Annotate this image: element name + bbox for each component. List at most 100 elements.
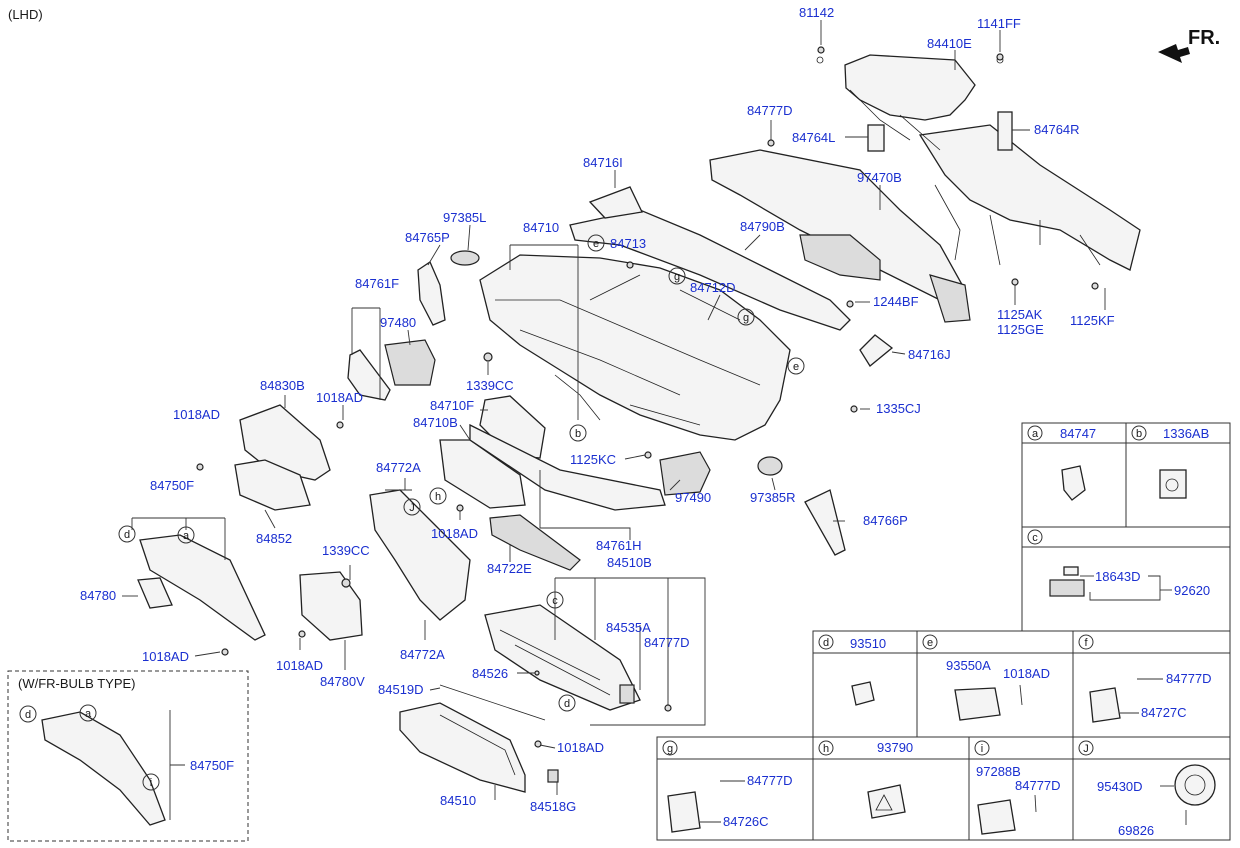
detail-box-f: f 84777D 84727C — [1078, 634, 1212, 723]
part-label-84722e: 84722E — [487, 561, 532, 576]
callout-f-2: e — [787, 357, 805, 375]
leader-lines — [122, 20, 1106, 820]
center-fascia-upper — [479, 395, 546, 459]
callout-markers: e g g e b h J d a c d — [118, 234, 805, 712]
component-drawings — [137, 54, 1141, 793]
svg-text:g: g — [674, 271, 680, 283]
callout-b: b — [569, 424, 587, 442]
side-cover-84716j — [859, 334, 894, 367]
callout-j: J — [403, 498, 421, 516]
svg-text:a: a — [85, 708, 92, 720]
lower-panel — [139, 534, 266, 641]
callout-e-1: d — [118, 525, 136, 543]
glove-box-housing — [484, 604, 641, 711]
detail-d-part: 93510 — [850, 636, 886, 651]
lower-center-panel — [299, 571, 363, 641]
direction-label: FR. — [1188, 27, 1220, 49]
svg-text:a: a — [1032, 428, 1039, 440]
callout-h: h — [429, 487, 447, 505]
bracket-84764r — [997, 111, 1013, 151]
svg-text:c: c — [552, 595, 558, 607]
detail-box-e: e 93550A 1018AD — [922, 634, 1050, 721]
part-label-84780v: 84780V — [320, 674, 365, 689]
glove-box-lid — [399, 702, 526, 793]
part-label-84510b: 84510B — [607, 555, 652, 570]
drive-note: (LHD) — [8, 7, 43, 22]
detail-c-item-92620: 92620 — [1174, 583, 1210, 598]
detail-box-c: c 18643D 92620 — [1027, 529, 1210, 601]
inset-lower-panel — [41, 711, 166, 826]
bracket-84764l — [867, 124, 885, 152]
part-label-84526: 84526 — [472, 666, 508, 681]
callout-c: c — [546, 591, 564, 609]
detail-f-item-84777d: 84777D — [1166, 671, 1212, 686]
part-label-84830b: 84830B — [260, 378, 305, 393]
center-bracket — [369, 489, 471, 621]
svg-text:d: d — [25, 709, 31, 721]
part-label-84710: 84710 — [523, 220, 559, 235]
detail-g-item-84777d: 84777D — [747, 773, 793, 788]
svg-text:d: d — [564, 698, 570, 710]
svg-text:e: e — [793, 361, 799, 373]
callout-g-2: g — [737, 308, 755, 326]
detail-i-item-97288b: 97288B — [976, 764, 1021, 779]
detail-box-grid: a 84747 b 1336AB c 18643D 92620 d 93510 — [656, 422, 1231, 841]
detail-e-item-1018ad: 1018AD — [1003, 666, 1050, 681]
detail-box-g: g 84777D 84726C — [662, 740, 793, 833]
part-label-1141ff: 1141FF — [977, 16, 1021, 31]
part-label-84716i: 84716I — [583, 155, 623, 170]
part-label-84764l: 84764L — [792, 130, 835, 145]
part-label-84710f: 84710F — [430, 398, 474, 413]
inset-callout-i: i — [142, 773, 160, 791]
side-air-vent-97480 — [384, 339, 436, 386]
end-panel-right — [804, 489, 846, 556]
part-label-1125ge: 1125GE — [997, 322, 1044, 337]
part-label-84777d-mid: 84777D — [644, 635, 690, 650]
part-label-84790b: 84790B — [740, 219, 785, 234]
part-label-84765p: 84765P — [405, 230, 450, 245]
main-crash-pad — [479, 254, 791, 441]
part-label-97385r: 97385R — [750, 490, 796, 505]
side-cover-84716i — [588, 186, 643, 219]
inset-callout-e: d — [19, 705, 37, 723]
detail-box-b: b 1336AB — [1131, 425, 1209, 499]
svg-text:e: e — [927, 637, 933, 649]
svg-text:a: a — [183, 530, 190, 542]
svg-text:f: f — [1084, 637, 1088, 649]
callout-f-1: e — [587, 234, 605, 252]
part-label-84750f-b: 84750F — [190, 758, 234, 773]
svg-text:h: h — [435, 491, 441, 503]
svg-text:i: i — [981, 743, 983, 755]
detail-i-item-84777d: 84777D — [1015, 778, 1061, 793]
part-label-84761h: 84761H — [596, 538, 642, 553]
part-number-labels: 81142 1141FF 84410E 84777D 84764L 84764R… — [80, 5, 1115, 814]
svg-text:g: g — [667, 743, 673, 755]
part-label-84761f: 84761F — [355, 276, 399, 291]
svg-text:h: h — [823, 743, 829, 755]
part-label-84772a-a: 84772A — [376, 460, 421, 475]
part-label-1339cc-a: 1339CC — [466, 378, 514, 393]
part-label-1335cj: 1335CJ — [876, 401, 921, 416]
part-label-1018ad-f: 1018AD — [557, 740, 604, 755]
detail-a-part: 84747 — [1060, 426, 1096, 441]
callout-d: d — [558, 694, 576, 712]
part-label-97470b: 97470B — [857, 170, 902, 185]
part-label-1125ak: 1125AK — [997, 307, 1043, 322]
svg-text:J: J — [409, 502, 415, 514]
part-label-1018ad-a: 1018AD — [316, 390, 363, 405]
defroster-nozzle — [569, 209, 851, 331]
part-label-1018ad-b: 1018AD — [173, 407, 220, 422]
strip-84519d — [439, 684, 546, 721]
detail-j-item-95430d: 95430D — [1097, 779, 1143, 794]
detail-h-part: 93790 — [877, 740, 913, 755]
inset-callout-a: a — [79, 704, 97, 722]
detail-b-part: 1336AB — [1163, 426, 1209, 441]
bracket-84722e — [489, 514, 581, 571]
part-label-1339cc-b: 1339CC — [322, 543, 370, 558]
detail-c-item-18643d: 18643D — [1095, 569, 1141, 584]
part-label-97490: 97490 — [675, 490, 711, 505]
part-label-1125kc: 1125KC — [570, 452, 616, 467]
part-label-97385l: 97385L — [443, 210, 486, 225]
svg-text:b: b — [575, 428, 581, 440]
part-label-84713: 84713 — [610, 236, 646, 251]
